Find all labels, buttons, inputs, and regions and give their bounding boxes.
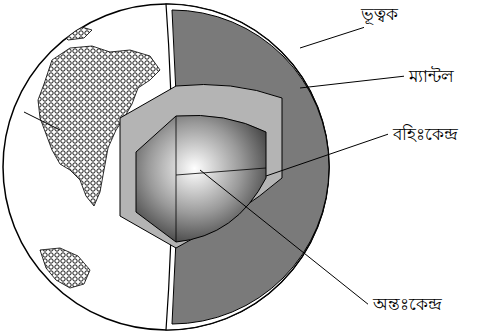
leader-line [266, 134, 388, 176]
outer-core [120, 85, 282, 249]
layer-label: ভূত্বক [360, 4, 399, 24]
layer-label: বহিঃকেন্দ্র [392, 124, 459, 144]
leader-line [300, 76, 404, 88]
layer-label: অন্তঃকেন্দ্র [372, 294, 443, 314]
leader-line [300, 27, 364, 48]
layer-label: ম্যান্টল [408, 66, 455, 86]
globe [3, 4, 329, 330]
inner-core [136, 115, 266, 242]
leader-line [200, 170, 368, 304]
core-cut-edges [176, 116, 266, 242]
